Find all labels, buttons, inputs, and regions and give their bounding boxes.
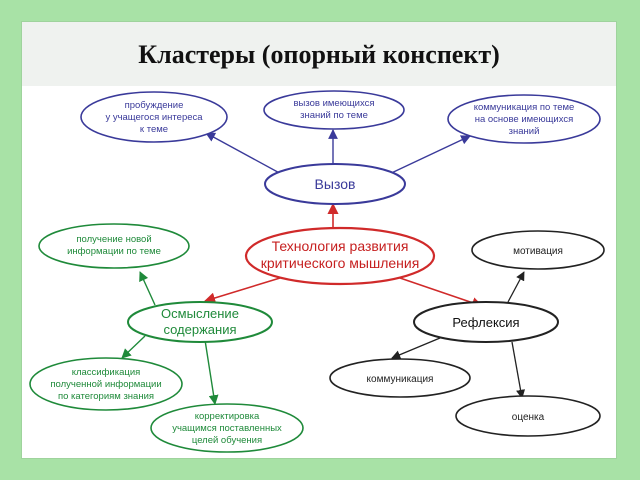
node-communication-top: коммуникация по теме на основе имеющихся… <box>447 94 601 144</box>
edge-osmyslenie-classification <box>121 335 146 359</box>
svg-text:на основе имеющихся: на основе имеющихся <box>475 114 574 125</box>
svg-text:полученной информации: полученной информации <box>50 379 161 390</box>
svg-text:пробуждение: пробуждение <box>125 100 184 111</box>
connectors <box>121 129 526 405</box>
node-communication: коммуникация <box>329 358 471 398</box>
svg-text:целей обучения: целей обучения <box>192 435 262 446</box>
edge-osmyslenie-newinfo <box>139 271 156 306</box>
svg-text:вызов имеющихся: вызов имеющихся <box>293 98 374 109</box>
edge-osmyslenie-correction <box>204 339 219 405</box>
edge-center-osmyslenie <box>203 277 281 304</box>
svg-text:у учащегося интереса: у учащегося интереса <box>105 112 203 123</box>
svg-text:мотивация: мотивация <box>513 246 563 257</box>
svg-text:Осмысление: Осмысление <box>161 306 239 321</box>
node-center: Технология развития критического мышлени… <box>244 226 436 286</box>
node-evaluation: оценка <box>455 395 601 437</box>
edge-refleksiya-evaluation <box>511 341 526 399</box>
node-correction: корректировка учащимся поставленных целе… <box>150 403 304 453</box>
svg-text:корректировка: корректировка <box>195 411 260 422</box>
svg-text:информации по теме: информации по теме <box>67 246 161 257</box>
edge-refleksiya-motivation <box>507 271 525 303</box>
node-knowledge-call: вызов имеющихся знаний по теме <box>263 90 405 130</box>
svg-text:Рефлексия: Рефлексия <box>452 315 519 330</box>
svg-text:по категориям знания: по категориям знания <box>58 391 154 402</box>
svg-text:содержания: содержания <box>163 322 236 337</box>
node-refleksiya: Рефлексия <box>413 301 559 343</box>
title-bar: Кластеры (опорный конспект) <box>22 22 616 86</box>
node-center-line-1: Технология развития <box>272 238 409 254</box>
slide-title: Кластеры (опорный конспект) <box>138 40 500 69</box>
edge-vyzov-interest <box>205 132 286 177</box>
svg-text:коммуникация по теме: коммуникация по теме <box>474 102 575 113</box>
edge-center-refleksiya <box>399 277 484 309</box>
node-center-line-2: критического мышления <box>261 255 420 271</box>
svg-text:знаний по теме: знаний по теме <box>300 110 368 121</box>
svg-text:учащимся поставленных: учащимся поставленных <box>172 423 282 434</box>
svg-text:классификация: классификация <box>72 367 141 378</box>
node-new-info: получение новой информации по теме <box>38 223 190 269</box>
node-osmyslenie: Осмысление содержания <box>127 301 273 343</box>
node-interest: пробуждение у учащегося интереса к теме <box>80 91 228 143</box>
node-vyzov: Вызов <box>264 163 406 205</box>
edge-vyzov-communication <box>384 135 471 177</box>
node-vyzov-label: Вызов <box>315 176 356 192</box>
svg-text:коммуникация: коммуникация <box>367 374 434 385</box>
svg-text:знаний: знаний <box>509 126 540 137</box>
node-motivation: мотивация <box>471 230 605 270</box>
svg-text:получение новой: получение новой <box>76 234 151 245</box>
svg-text:к теме: к теме <box>140 124 168 135</box>
node-classification: классификация полученной информации по к… <box>29 357 183 411</box>
edge-refleksiya-communication <box>391 337 441 360</box>
svg-text:оценка: оценка <box>512 412 545 423</box>
